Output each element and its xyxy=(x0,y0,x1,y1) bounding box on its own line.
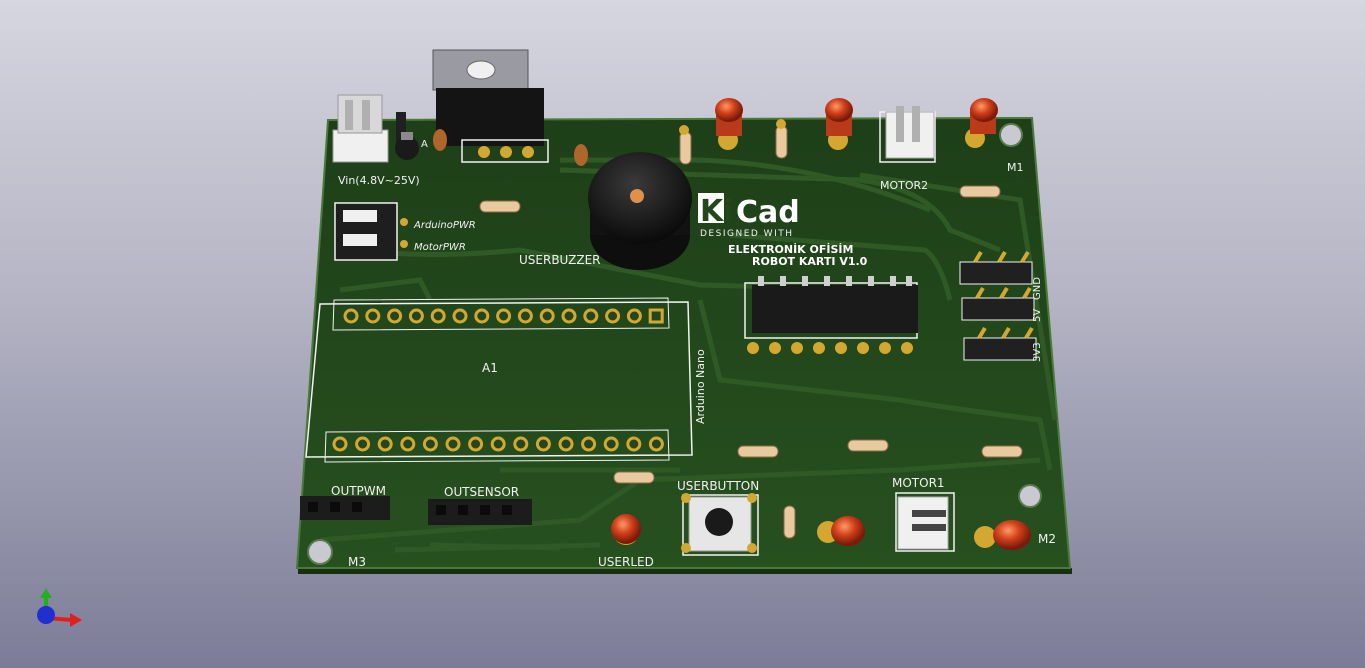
diode xyxy=(395,112,419,160)
nano-pin-pad xyxy=(430,308,446,324)
nano-pin-pad xyxy=(558,436,574,452)
gnd-label: GND xyxy=(1032,277,1043,300)
kicad-logo-cad: Cad xyxy=(736,195,800,230)
nano-pin-pad xyxy=(387,308,403,324)
motor1-label: MOTOR1 xyxy=(892,476,945,490)
led-top-2 xyxy=(825,98,853,150)
nano-pin-pad xyxy=(603,436,619,452)
led-m2 xyxy=(974,520,1031,550)
nano-pin-pad xyxy=(648,308,664,324)
nano-pin-pad xyxy=(355,436,371,452)
resistors xyxy=(479,125,1023,539)
motor1-connector xyxy=(895,492,955,552)
nano-pin-pad xyxy=(445,436,461,452)
kicad-logo: Ki Cad DESIGNED WITH xyxy=(698,193,800,239)
outpwm-label: OUTPWM xyxy=(331,484,386,498)
nano-pin-pad xyxy=(513,436,529,452)
arduino-nano-label: Arduino Nano xyxy=(694,349,707,424)
nano-pin-pad xyxy=(648,436,664,452)
motor-driver-ic xyxy=(744,276,918,354)
led-user xyxy=(611,514,641,545)
userbutton-label: USERBUTTON xyxy=(677,479,759,493)
power-headers xyxy=(959,250,1037,361)
nano-pin-pad xyxy=(490,436,506,452)
vin-label: Vin(4.8V~25V) xyxy=(338,174,420,187)
nano-pin-pad xyxy=(626,436,642,452)
mounting-hole-tr xyxy=(999,123,1023,147)
xyz-axes-icon xyxy=(37,588,82,627)
voltage-regulator xyxy=(432,49,549,163)
nano-pin-pad xyxy=(408,308,424,324)
nano-pin-pad xyxy=(332,436,348,452)
3v3-label: 3V3 xyxy=(1032,342,1043,362)
5v-label: 5V xyxy=(1032,309,1043,322)
pcb-board xyxy=(295,116,1072,574)
diode-label: A xyxy=(421,139,428,150)
user-buzzer-label: USERBUZZER xyxy=(519,253,601,267)
motor2-connector xyxy=(879,106,936,163)
nano-pin-pad xyxy=(468,436,484,452)
motor-pwr-label: MotorPWR xyxy=(414,242,466,253)
nano-pin-pad xyxy=(377,436,393,452)
nano-pin-pad xyxy=(452,308,468,324)
nano-pin-pad xyxy=(343,308,359,324)
led-m1 xyxy=(965,98,998,148)
m1-label: M1 xyxy=(1007,161,1024,174)
nano-pin-pad xyxy=(581,436,597,452)
capacitor-1 xyxy=(433,129,447,151)
arduino-pwr-label: ArduinoPWR xyxy=(413,220,476,231)
user-buzzer xyxy=(588,152,692,270)
capacitor-2 xyxy=(574,144,588,166)
kicad-logo-ki: Ki xyxy=(700,194,734,229)
nano-pin-pad xyxy=(605,308,621,324)
power-switch xyxy=(334,202,408,261)
user-button xyxy=(681,493,759,556)
nano-pin-pad xyxy=(626,308,642,324)
nano-pin-pad xyxy=(474,308,490,324)
nano-pin-pad xyxy=(400,436,416,452)
nano-pin-pad xyxy=(422,436,438,452)
m2-label: M2 xyxy=(1038,532,1056,546)
motor2-label: MOTOR2 xyxy=(880,179,928,192)
nano-pin-pad xyxy=(583,308,599,324)
nano-pin-pad xyxy=(539,308,555,324)
board-title-line2: ROBOT KARTI V1.0 xyxy=(752,255,868,268)
mounting-hole-bl xyxy=(307,539,333,565)
a1-label: A1 xyxy=(482,361,498,375)
nano-pin-pad xyxy=(496,308,512,324)
board-title-line1: ELEKTRONİK OFİSİM xyxy=(728,242,853,256)
nano-pin-pad xyxy=(365,308,381,324)
arduino-nano-footprint xyxy=(305,297,693,463)
vin-connector xyxy=(332,94,389,163)
outsensor-label: OUTSENSOR xyxy=(444,485,519,499)
mounting-hole-br xyxy=(1018,484,1042,508)
led-motor1 xyxy=(817,516,865,546)
led-top-1 xyxy=(715,98,743,150)
nano-pin-pad xyxy=(517,308,533,324)
nano-pin-pad xyxy=(561,308,577,324)
m3-label: M3 xyxy=(348,555,366,569)
nano-pin-pad xyxy=(535,436,551,452)
kicad-logo-sub: DESIGNED WITH xyxy=(700,229,794,239)
userled-label: USERLED xyxy=(598,555,654,569)
